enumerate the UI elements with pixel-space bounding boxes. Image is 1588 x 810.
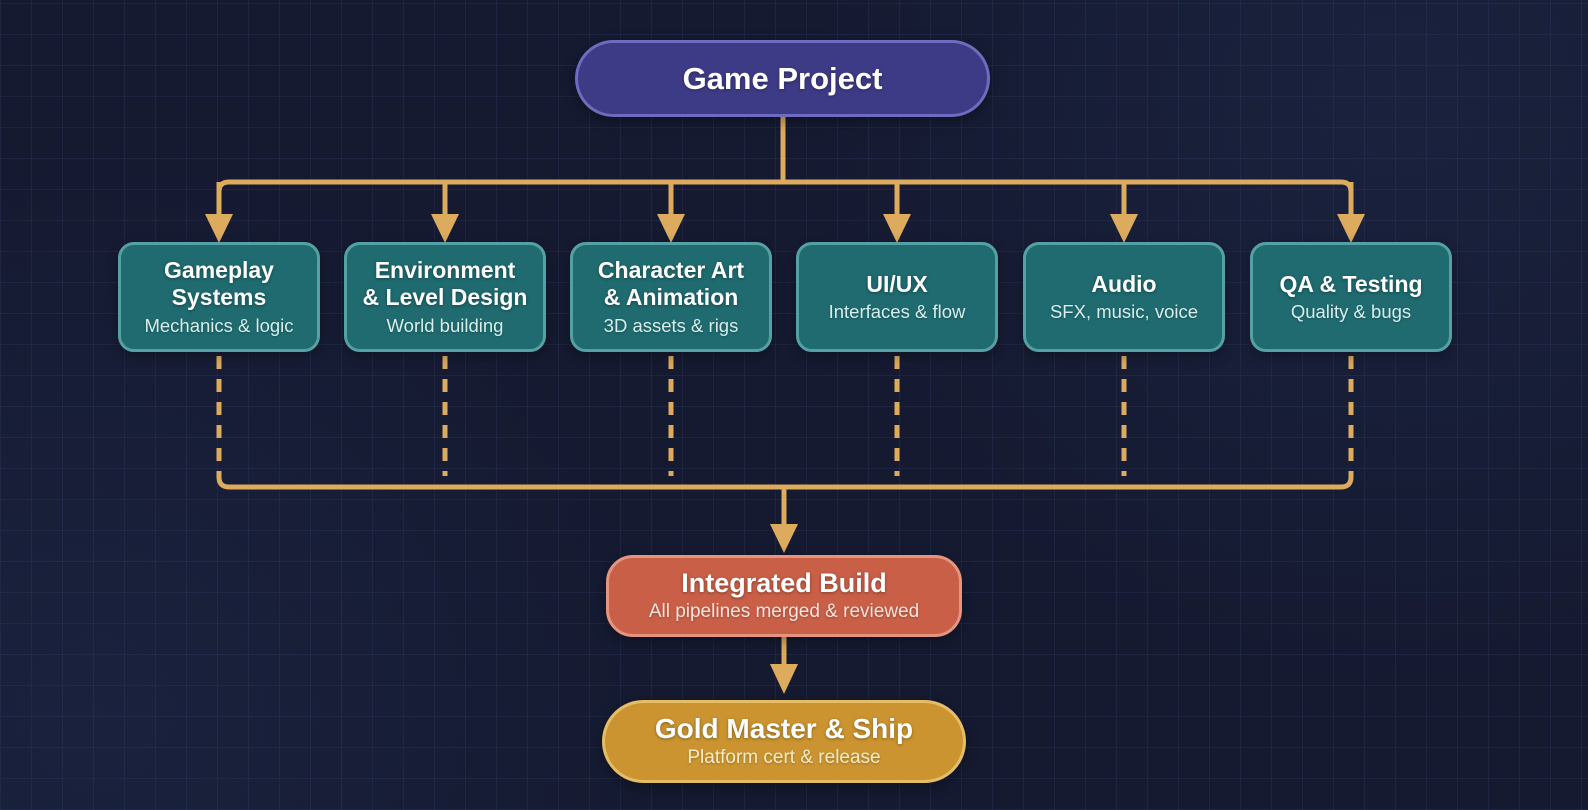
node-character-art-animation: Character Art & Animation 3D assets & ri… <box>570 242 772 352</box>
node-audio: Audio SFX, music, voice <box>1023 242 1225 352</box>
node-subtitle: World building <box>386 314 504 336</box>
node-title: Environment & Level Design <box>362 257 528 310</box>
node-integrated-build: Integrated Build All pipelines merged & … <box>606 555 962 637</box>
branch-drop-lines <box>216 182 1354 216</box>
node-subtitle: Platform cert & release <box>687 747 881 769</box>
branch-arrowheads <box>205 214 1365 243</box>
node-environment-level-design: Environment & Level Design World buildin… <box>344 242 546 352</box>
node-gameplay-systems: Gameplay Systems Mechanics & logic <box>118 242 320 352</box>
node-subtitle: Interfaces & flow <box>828 301 966 323</box>
node-title: Game Project <box>682 60 883 96</box>
node-game-project: Game Project <box>575 40 990 117</box>
node-gold-master-ship: Gold Master & Ship Platform cert & relea… <box>602 700 966 783</box>
node-subtitle: All pipelines merged & reviewed <box>648 601 920 623</box>
node-title: Audio <box>1091 270 1157 297</box>
node-subtitle: 3D assets & rigs <box>603 314 739 336</box>
node-subtitle: Mechanics & logic <box>144 314 294 336</box>
release-arrowhead <box>770 664 798 694</box>
node-subtitle: SFX, music, voice <box>1049 301 1199 323</box>
node-title: QA & Testing <box>1279 270 1423 297</box>
node-title: Character Art & Animation <box>597 257 745 310</box>
integration-arrowhead <box>770 524 798 553</box>
node-title: UI/UX <box>866 270 928 297</box>
node-ui-ux: UI/UX Interfaces & flow <box>796 242 998 352</box>
node-title: Gameplay Systems <box>164 257 274 310</box>
bottom-bus-line <box>216 472 1354 490</box>
node-qa-testing: QA & Testing Quality & bugs <box>1250 242 1452 352</box>
node-subtitle: Quality & bugs <box>1290 301 1412 323</box>
top-bus-line <box>216 179 1354 214</box>
dashed-drop-lines <box>216 356 1354 476</box>
node-title: Gold Master & Ship <box>654 712 914 744</box>
node-title: Integrated Build <box>681 567 887 598</box>
